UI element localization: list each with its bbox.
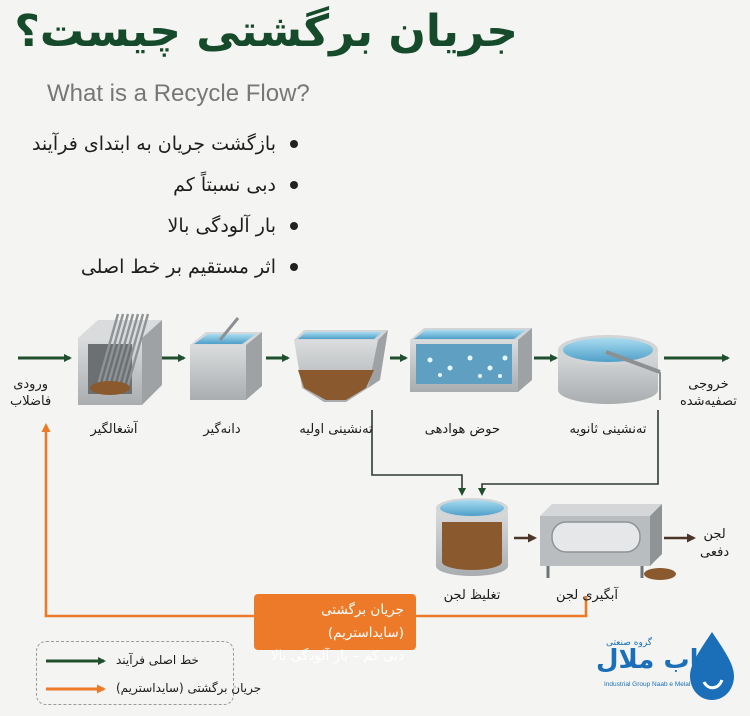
legend-recycle-label: جریان برگشتی (سایداستریم) bbox=[116, 681, 262, 695]
legend bbox=[36, 641, 234, 705]
logo-wave-icon bbox=[702, 679, 724, 690]
bullet-text: بازگشت جریان به ابتدای فرآیند bbox=[31, 133, 276, 155]
page-title: جریان برگشتی چیست؟ bbox=[14, 6, 518, 57]
unit-label-dewatering: آبگیری لجن bbox=[555, 588, 619, 603]
screen-unit bbox=[78, 313, 162, 405]
logo-english: Industrial Group Naab e Melal bbox=[604, 681, 691, 688]
sludge-out-line2: دفعی bbox=[700, 545, 730, 560]
unit-label-aeration: حوض هوادهی bbox=[424, 422, 500, 437]
recycle-box-line1: جریان برگشتی (سایداستریم) bbox=[321, 602, 404, 641]
inlet-label-line1: ورودی bbox=[13, 377, 49, 392]
sludge-line bbox=[371, 410, 466, 496]
thickener-unit bbox=[436, 498, 508, 576]
bullet-text: اثر مستقیم بر خط اصلی bbox=[80, 256, 276, 278]
sludge-out-label: لجن دفعی bbox=[700, 526, 729, 562]
sludge-out-line1: لجن bbox=[703, 527, 726, 542]
recycle-line bbox=[41, 423, 254, 618]
unit-label-primary: ته‌نشینی اولیه bbox=[299, 422, 373, 437]
bullet-item: اثر مستقیم بر خط اصلی bbox=[81, 256, 298, 278]
bullet-dot-icon bbox=[290, 222, 298, 230]
recycle-flow-box: جریان برگشتی (سایداستریم) دبی کم – بار آ… bbox=[254, 594, 416, 664]
logo-group-label: گروه صنعتی bbox=[606, 638, 653, 648]
outlet-label-line1: خروجی bbox=[688, 377, 729, 392]
bullet-item: بازگشت جریان به ابتدای فرآیند bbox=[32, 133, 298, 155]
page-subtitle: What is a Recycle Flow? bbox=[47, 80, 310, 107]
outlet-label: خروجی تصفیه‌شده bbox=[680, 376, 737, 410]
sludge-line bbox=[478, 410, 659, 496]
primary-clarifier-unit bbox=[294, 330, 388, 402]
recycle-box-line2: دبی کم – بار آلودگی بالا bbox=[270, 648, 404, 664]
logo-name: ناب ملال bbox=[596, 645, 710, 675]
bullet-item: بار آلودگی بالا bbox=[168, 215, 298, 237]
inlet-label: ورودی فاضلاب bbox=[10, 376, 51, 410]
bullet-text: بار آلودگی بالا bbox=[167, 215, 276, 237]
bullet-dot-icon bbox=[290, 181, 298, 189]
aeration-basin-unit bbox=[410, 328, 532, 392]
bullet-item: دبی نسبتاً کم bbox=[173, 174, 298, 196]
recycle-line bbox=[416, 596, 588, 618]
inlet-label-line2: فاضلاب bbox=[10, 394, 52, 409]
unit-label-secondary: ته‌نشینی ثانویه bbox=[569, 422, 647, 437]
unit-label-screen: آشغالگیر bbox=[90, 422, 138, 437]
outlet-label-line2: تصفیه‌شده bbox=[680, 394, 737, 409]
unit-label-grit: دانه‌گیر bbox=[203, 422, 241, 437]
grit-chamber-unit bbox=[190, 317, 262, 400]
bullet-dot-icon bbox=[290, 140, 298, 148]
dewatering-unit bbox=[540, 504, 676, 580]
bullet-text: دبی نسبتاً کم bbox=[173, 174, 276, 196]
secondary-clarifier-unit bbox=[558, 335, 661, 404]
legend-main-label: خط اصلی فرآیند bbox=[116, 653, 199, 667]
logo-droplet-icon bbox=[690, 632, 734, 700]
unit-label-thickener: تغلیظ لجن bbox=[443, 588, 501, 603]
bullet-dot-icon bbox=[290, 263, 298, 271]
